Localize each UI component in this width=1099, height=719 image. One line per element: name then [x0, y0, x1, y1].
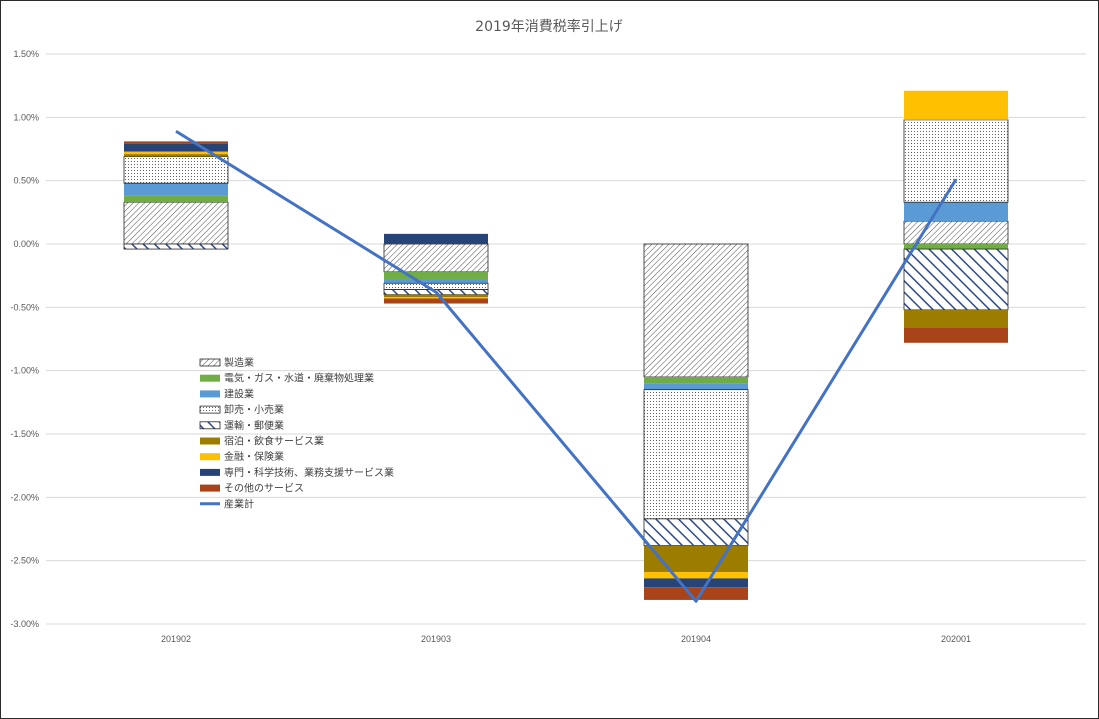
bar-segment	[123, 201, 229, 245]
bar-segment	[643, 389, 749, 520]
bar-segment	[384, 271, 488, 280]
y-tick-label: -2.50%	[10, 556, 39, 566]
bar-segment	[644, 377, 748, 384]
legend-label: 宿泊・飲食サービス業	[224, 435, 324, 448]
bar-segment	[904, 309, 1008, 328]
y-tick-label: 1.00%	[13, 112, 39, 122]
legend-swatch	[199, 358, 221, 367]
legend-label: 専門・科学技術、業務支援サービス業	[224, 466, 394, 479]
bar-segment	[124, 143, 228, 152]
legend-label: 金融・保険業	[224, 450, 284, 463]
legend-swatch	[200, 437, 220, 445]
bar-segment	[904, 244, 1008, 250]
bar-segment	[904, 202, 1008, 222]
chart-title: 2019年消費税率引上げ	[475, 18, 623, 35]
legend-label: 建設業	[224, 387, 254, 400]
legend-label: その他のサービス	[224, 482, 304, 495]
legend-swatch	[199, 421, 221, 430]
legend-swatch	[200, 468, 220, 476]
bar-segment	[383, 243, 489, 273]
x-tick-label: 201903	[421, 634, 451, 644]
bar-segment	[384, 279, 488, 284]
x-tick-label: 201902	[161, 634, 191, 644]
bar-segment	[644, 587, 748, 600]
bar-segment	[903, 248, 1009, 311]
bar-segment	[644, 572, 748, 579]
legend-label: 卸売・小売業	[224, 403, 284, 416]
bar-segment	[644, 383, 748, 390]
y-tick-label: 1.50%	[13, 49, 39, 59]
bar-segment	[124, 195, 228, 203]
bars-layer	[123, 90, 1009, 600]
bar-segment	[644, 578, 748, 588]
x-tick-label: 202001	[941, 634, 971, 644]
bar-segment	[123, 156, 229, 184]
legend-label: 電気・ガス・水道・廃棄物処理業	[224, 372, 374, 385]
legend-swatch	[200, 390, 220, 398]
y-tick-label: 0.00%	[13, 239, 39, 249]
bar-segment	[643, 243, 749, 378]
y-tick-label: -1.00%	[10, 366, 39, 376]
legend-label: 産業計	[224, 497, 254, 510]
bar-segment	[384, 298, 488, 304]
bar-segment	[643, 518, 749, 546]
legend-swatch	[200, 453, 220, 461]
legend: 製造業電気・ガス・水道・廃棄物処理業建設業卸売・小売業運輸・郵便業宿泊・飲食サー…	[199, 356, 394, 510]
bar-segment	[904, 327, 1008, 343]
legend-swatch	[200, 484, 220, 492]
legend-swatch	[199, 405, 221, 414]
bar-segment	[903, 119, 1009, 203]
bar-segment	[123, 243, 229, 250]
bar-segment	[124, 183, 228, 196]
bar-segment	[383, 282, 489, 290]
y-tick-label: -1.50%	[10, 429, 39, 439]
legend-label: 製造業	[224, 356, 254, 369]
bar-segment	[384, 297, 488, 299]
legend-label: 運輸・郵便業	[224, 419, 284, 432]
y-tick-label: -0.50%	[10, 302, 39, 312]
bar-segment	[124, 141, 228, 144]
y-axis-ticks: 1.50% 1.00% 0.50% 0.00% -0.50% -1.00% -1.50% -2…	[10, 49, 39, 629]
line-layer	[175, 129, 958, 603]
bar-segment	[904, 90, 1008, 120]
bar-segment	[124, 154, 228, 157]
line-series-total	[175, 129, 958, 603]
y-tick-label: -3.00%	[10, 619, 39, 629]
y-tick-label: 0.50%	[13, 176, 39, 186]
bar-segment	[124, 151, 228, 155]
bar-segment	[384, 294, 488, 298]
x-axis-ticks: 201902 201903 201904 202001	[161, 634, 971, 644]
x-tick-label: 201904	[681, 634, 711, 644]
bar-segment	[384, 233, 488, 244]
legend-swatch	[200, 374, 220, 382]
y-tick-label: -2.00%	[10, 492, 39, 502]
